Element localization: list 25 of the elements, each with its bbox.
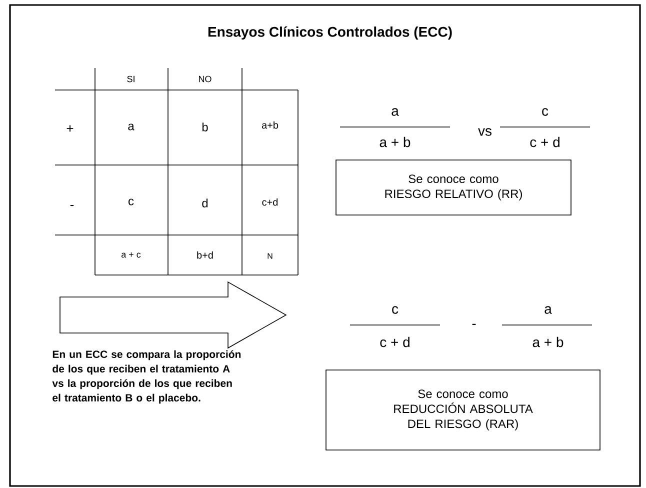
denominator: a + b [532,336,564,348]
text-box: Se conoce como REDUCCIÓN ABSOLUTA DEL RIESGO (RAR) [326,370,600,450]
numerator: a [392,108,399,116]
column-header: SI [127,76,134,82]
title: Ensayos Clínicos Controlados (ECC) [208,26,452,40]
table-cell: c+d [262,198,278,206]
row-header: - [70,205,74,206]
table-cell: a [128,124,134,130]
table-cell: a + c [122,252,141,258]
row-header: + [66,125,74,132]
text-box: Se conoce como RIESGO RELATIVO (RR) [336,160,572,216]
table-cell: b+d [197,251,213,259]
table-cell: b [202,122,208,132]
column-header: NO [199,76,212,82]
table-cell: c [128,198,134,206]
table-cell: d [202,198,208,208]
numerator: c [392,306,398,314]
denominator: c + d [380,336,410,348]
operator: vs [478,128,492,136]
operator: - [472,324,476,325]
numerator: c [542,108,548,116]
numerator: a [544,306,552,314]
table-cell: a+b [262,121,278,129]
paragraph: En un ECC se compara la proporción de los que reciben el tratamiento A vs la proporción de los que reciben el tratamiento B o el placebo. [52,350,241,404]
table-cell: N [268,253,272,259]
